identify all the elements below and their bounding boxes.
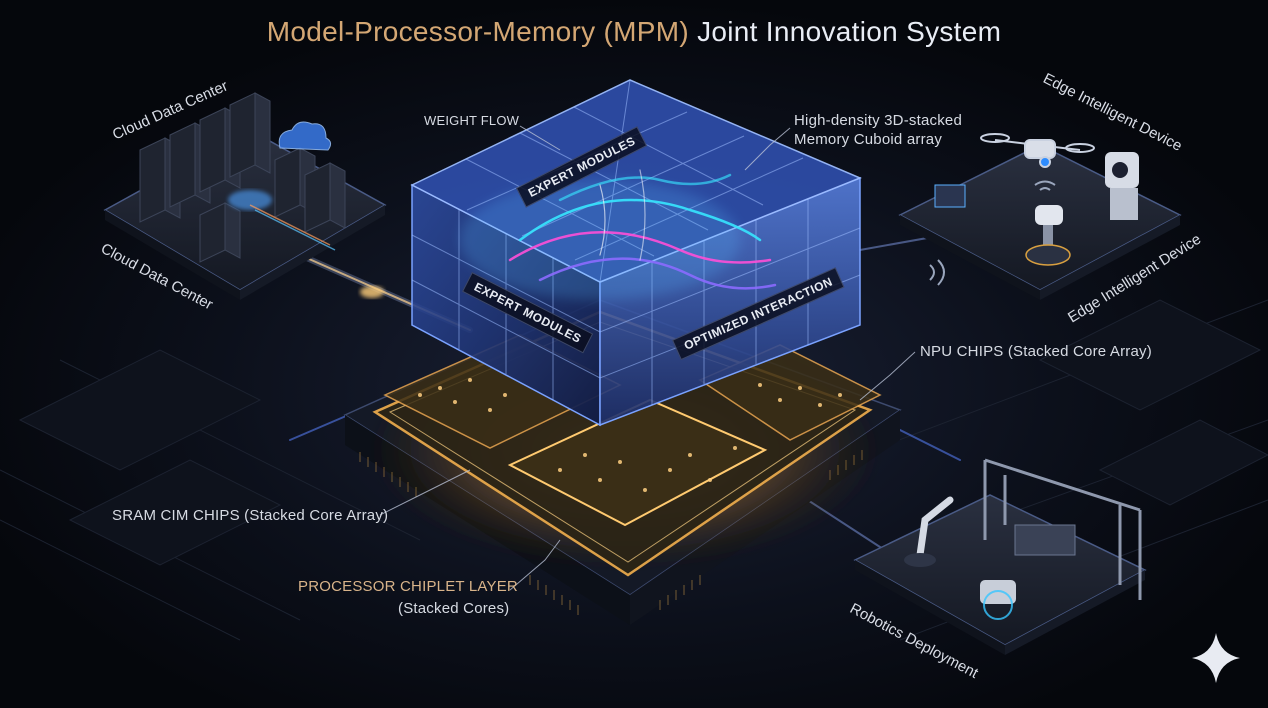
- processor-chiplet-label-line1: PROCESSOR CHIPLET LAYER: [298, 578, 518, 595]
- edge-device-platform: [898, 133, 1182, 300]
- security-camera-icon: [1025, 205, 1071, 266]
- memory-cuboid-label-line2: Memory Cuboid array: [794, 131, 943, 148]
- cloud-data-center-platform: [103, 92, 387, 300]
- memory-cuboid-label-line1: High-density 3D-stacked: [794, 112, 963, 129]
- server-racks: [139, 92, 346, 263]
- page-title: Model-Processor-Memory (MPM) Joint Innov…: [0, 16, 1268, 48]
- sram-cim-chips-label: SRAM CIM CHIPS (Stacked Core Array): [112, 507, 389, 524]
- title-part-2: Joint Innovation System: [697, 16, 1002, 47]
- npu-chips-label: NPU CHIPS (Stacked Core Array): [920, 343, 1152, 360]
- wifi-icon: [929, 180, 1056, 286]
- robot-arm-icon: [916, 496, 954, 559]
- gantry-frame: [983, 458, 1142, 600]
- weight-flow-label: WEIGHT FLOW: [424, 113, 520, 128]
- camera-icon: [1105, 152, 1139, 220]
- callout-lines: [379, 125, 916, 591]
- sparkle-icon: [1192, 633, 1240, 683]
- processor-chiplet-label-line2: (Stacked Cores): [398, 600, 510, 617]
- floor-grid: [0, 299, 1268, 641]
- cloud-icon: [278, 121, 332, 151]
- drone-icon: [980, 133, 1095, 168]
- robotics-platform: [853, 458, 1147, 655]
- title-part-1: Model-Processor-Memory (MPM): [266, 16, 689, 47]
- weight-flow-paths: [508, 169, 777, 290]
